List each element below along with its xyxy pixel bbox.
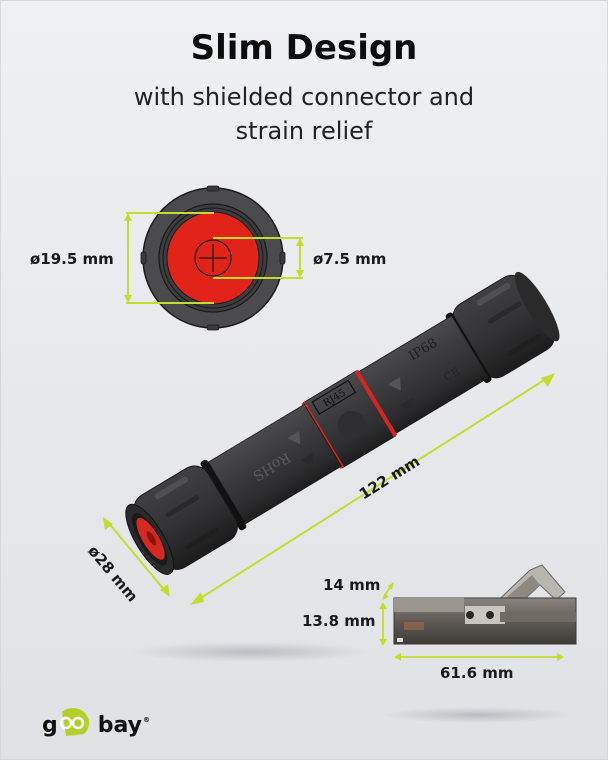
connector-body: RJ45 IP68 CE RoHS: [125, 271, 560, 575]
insert-shadow: [383, 707, 573, 723]
brand-oo-mark: [59, 710, 97, 740]
diameter-dimension-arrow: [103, 517, 170, 597]
insert-height-label: 13.8 mm: [302, 612, 376, 630]
page-subtitle: with shielded connector and strain relie…: [0, 80, 608, 148]
page-title: Slim Design: [190, 28, 418, 68]
inner-diameter-label: ø7.5 mm: [313, 250, 387, 268]
subtitle-line-2: strain relief: [235, 117, 373, 145]
insert-length-label: 61.6 mm: [440, 664, 514, 682]
outer-diameter-label: ø19.5 mm: [30, 250, 114, 268]
brand-prefix: g: [42, 712, 58, 738]
length-dimension-arrow: [190, 373, 555, 605]
connector-shadow: [130, 642, 370, 662]
insert-top-label: 14 mm: [323, 576, 381, 594]
subtitle-line-1: with shielded connector and: [133, 83, 475, 111]
brand-logo: g bay ®: [42, 710, 150, 740]
registered-mark: ®: [143, 716, 151, 724]
brand-suffix: bay: [97, 712, 143, 738]
keystone-insert: [393, 564, 577, 645]
goobay-logo-blob: [59, 707, 90, 736]
front-view-diagram: [124, 185, 304, 331]
